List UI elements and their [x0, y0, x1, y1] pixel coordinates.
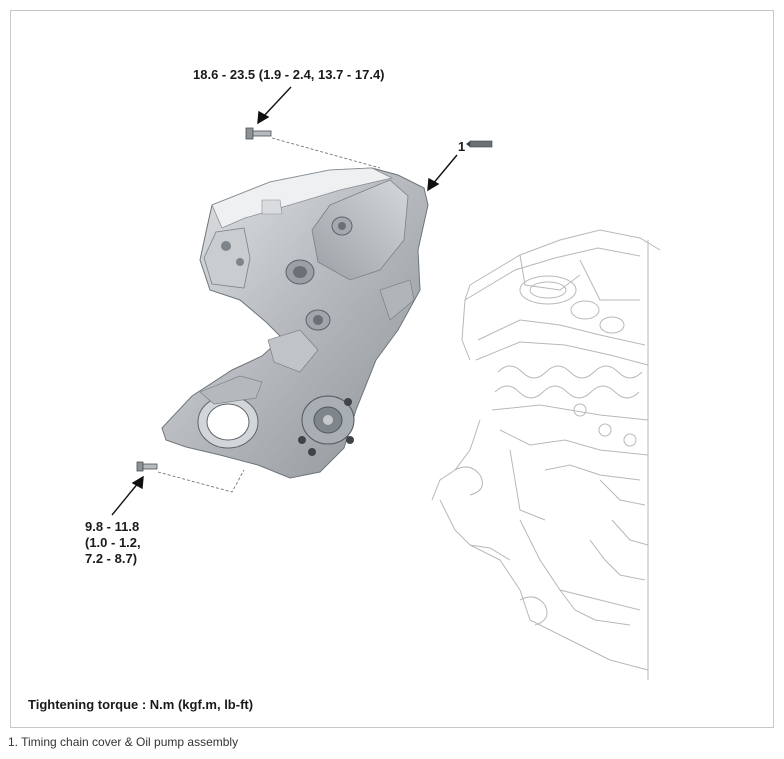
torque-spec-lower-line-1: 9.8 - 11.8: [85, 519, 140, 534]
torque-units-legend: Tightening torque : N.m (kgf.m, lb-ft): [28, 697, 254, 712]
sealant-tube-icon: [466, 140, 493, 148]
torque-spec-upper-bolt: 18.6 - 23.5 (1.9 - 2.4, 13.7 - 17.4): [193, 67, 385, 82]
engine-block-outline: [431, 229, 661, 680]
arrow-torque-top: [257, 86, 292, 125]
figure-caption: 1. Timing chain cover & Oil pump assembl…: [8, 735, 239, 749]
lower-bolt: [136, 461, 245, 493]
torque-spec-lower-bolt: 9.8 - 11.8 (1.0 - 1.2, 7.2 - 8.7): [85, 519, 165, 567]
part-number-label: 1: [458, 139, 466, 154]
torque-spec-lower-line-2: (1.0 - 1.2,: [85, 535, 141, 550]
torque-spec-lower-line-3: 7.2 - 8.7): [85, 551, 138, 566]
arrow-torque-bottom: [111, 475, 144, 516]
timing-chain-cover: [161, 167, 429, 479]
upper-bolt: [245, 127, 381, 169]
arrow-part-1: [427, 154, 458, 192]
diagram-frame: [10, 10, 774, 728]
